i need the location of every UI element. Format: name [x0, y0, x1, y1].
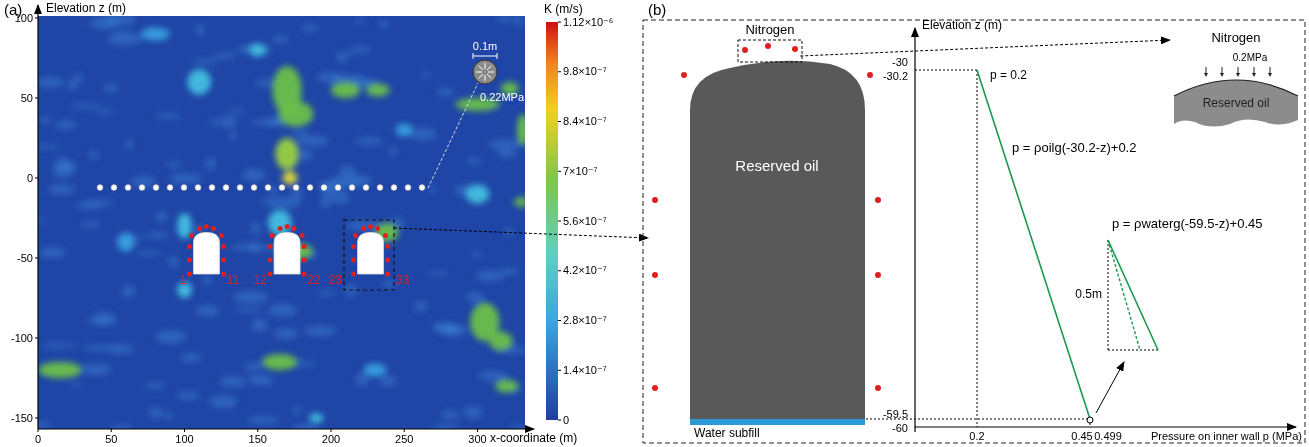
pressure-line-water: [1108, 240, 1158, 350]
tick-label: 50: [21, 92, 33, 105]
colorbar-tick: 1.12×10⁻⁶: [563, 16, 613, 29]
pressure-line: [977, 70, 1090, 419]
colorbar-tick: 7×10⁻⁷: [563, 165, 598, 178]
equation: p = 0.2: [990, 69, 1027, 83]
water-band: Water subfill: [690, 419, 865, 443]
tick-label: 100: [175, 433, 193, 446]
callout-number: 22: [307, 274, 320, 288]
tick-label: 0.2: [969, 430, 984, 443]
colorbar-tick: 0: [563, 414, 569, 427]
colorbar-tick: 2.8×10⁻⁷: [563, 314, 607, 327]
tick-label: 200: [322, 433, 340, 446]
heatmap-ground: [38, 16, 525, 429]
callout-number: 23: [329, 274, 342, 288]
equation: p = ρoilg(-30.2-z)+0.2: [1012, 141, 1136, 156]
node-outline: [690, 56, 865, 419]
colorbar-tick: 5.6×10⁻⁷: [563, 215, 607, 228]
pressure-label: 0.2MPa: [1233, 52, 1267, 64]
callout-number: 33: [396, 274, 409, 288]
borehole-dots: [97, 185, 425, 191]
zoom-point: [1087, 417, 1093, 423]
tick-label: -59.5: [883, 408, 908, 421]
pressure-line-dotted: [1108, 240, 1140, 350]
colorbar-tick: 4.2×10⁻⁷: [563, 264, 607, 277]
tick-label: -60: [892, 422, 908, 435]
tick-label: 50: [105, 433, 117, 446]
zoom-box: [344, 220, 394, 290]
colorbar-tick: 1.4×10⁻⁷: [563, 364, 607, 377]
panel-frame: [643, 20, 1305, 443]
leader-line: [428, 83, 478, 188]
axis-title: Pressure on inner wall p (MPa): [1151, 430, 1302, 443]
colorbar: [546, 22, 558, 420]
callout-number: 12: [254, 274, 267, 288]
axis-title: Elevation z (m): [46, 2, 126, 16]
tick-label: 150: [249, 433, 267, 446]
tick-label: 300: [468, 433, 486, 446]
axis-title: x-coordinate (m): [490, 432, 577, 446]
tick-label: -100: [11, 332, 33, 345]
tick-label: -150: [11, 412, 33, 425]
guide-lines: [866, 70, 1158, 427]
gas-label: Nitrogen: [745, 23, 794, 38]
colorbar-title: K (m/s): [544, 3, 583, 17]
tick-label: -30: [892, 56, 908, 69]
axis-ticks: [35, 18, 561, 432]
region-label: Reserved oil: [1203, 97, 1270, 111]
tick-label: 0: [27, 172, 33, 185]
callout-number: 1: [180, 274, 187, 288]
tick-label: 250: [395, 433, 413, 446]
x-axis: [38, 428, 534, 429]
zoom-arrow: [394, 228, 648, 238]
colorbar-tick: 8.4×10⁻⁷: [563, 115, 607, 128]
region-label: Reserved oil: [735, 157, 818, 174]
dimension-label: 0.1m: [473, 40, 497, 53]
y-axis: [37, 5, 38, 429]
zoom-connector: [800, 40, 1170, 56]
region-label: Water subfill: [694, 427, 760, 441]
pressure-label: 0.22MPa: [480, 91, 524, 104]
z-axis: [914, 28, 915, 432]
tick-label: 0.499: [1094, 430, 1122, 443]
axis-title: Elevation z (m): [922, 19, 1002, 33]
equation: p = ρwaterg(-59.5-z)+0.45: [1112, 217, 1262, 232]
dimension-label: 0.5m: [1075, 288, 1102, 302]
gas-label: Nitrogen: [1211, 31, 1260, 46]
tick-label: 100: [15, 12, 33, 25]
p-axis: [915, 426, 1296, 427]
tick-label: -50: [17, 252, 33, 265]
borehole-icon: [473, 53, 497, 84]
inset-dome: Nitrogen 0.2MPaReserved oil: [1170, 24, 1302, 132]
tick-label: -30.2: [883, 70, 908, 83]
zoom-arrow: [1096, 362, 1124, 413]
cavern-shape: Reserved oil: [690, 56, 865, 419]
tick-label: 0: [35, 433, 41, 446]
callout-number: 11: [226, 274, 238, 288]
panel-label: (b): [648, 1, 666, 18]
caverns: [187, 224, 390, 277]
tick-label: 0.45: [1071, 430, 1092, 443]
colorbar-tick: 9.8×10⁻⁷: [563, 65, 607, 78]
heatmap: [38, 16, 525, 429]
